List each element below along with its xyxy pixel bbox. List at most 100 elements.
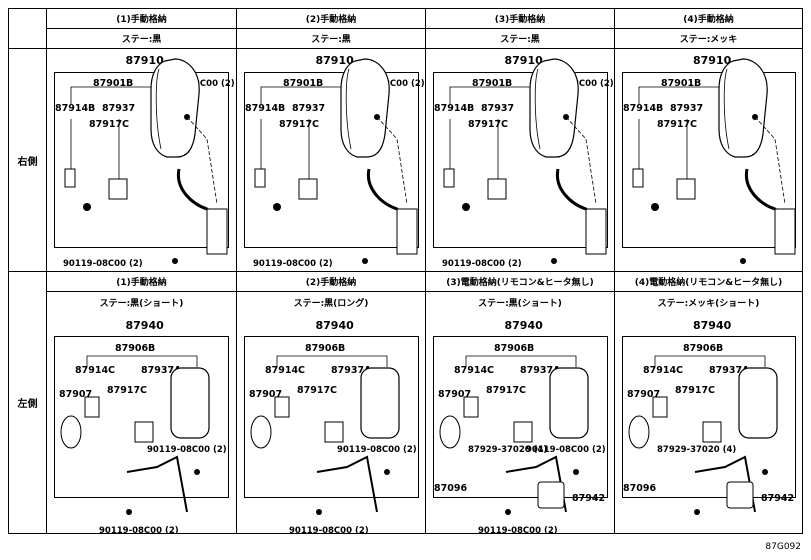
assembly-number: 87910 [504, 54, 543, 67]
corner-cell [9, 9, 47, 49]
bottom-cell-4: (4)電動格納(リモコン&ヒータ無し) ステー:メッキ(ショート) 87940 879… [614, 271, 802, 533]
dashed-leader [565, 116, 597, 205]
top-cell-1-title: (1)手動格納 [47, 9, 236, 29]
dashed-leader [376, 116, 408, 205]
top-cell-2-stay: ステー:黒 [237, 29, 425, 49]
part-number: 87937A [520, 365, 561, 376]
bolt-icon [126, 509, 132, 515]
bottom-cell-4-title: (4)電動格納(リモコン&ヒータ無し) [615, 272, 802, 292]
part-number: 87937 [670, 103, 704, 114]
motor-cover-icon [537, 481, 565, 509]
bolt-icon [374, 114, 380, 120]
sub-assembly-number: 87901B [472, 78, 513, 89]
mirror-housing-icon [150, 58, 200, 158]
part-number: 87917C [675, 385, 716, 396]
bolt-icon [362, 258, 368, 264]
bolt-part-number: 90119-08C00 (2) [442, 259, 522, 269]
cover-icon [84, 396, 100, 418]
part-number: 87914C [454, 365, 495, 376]
sub-assembly-number: 87901B [283, 78, 324, 89]
assembly-number: 87940 [693, 319, 732, 332]
assembly-bracket-box [622, 336, 796, 498]
mirror-exploded-drawing [632, 58, 796, 264]
part-number: 87914B [245, 103, 286, 114]
part-number: 87907 [59, 389, 93, 400]
mirror-housing-icon [340, 58, 390, 158]
motor-part-number: 87096 [623, 483, 657, 494]
bottom-cell-3-title: (3)電動格納(リモコン&ヒータ無し) [426, 272, 614, 292]
part-number: 87917C [468, 119, 509, 130]
motor-cover-icon [726, 481, 754, 509]
bolt-part-number: 90119-08C00 (2) [289, 526, 369, 536]
sub-assembly-number: 87901B [93, 78, 134, 89]
part-number: 87937 [102, 103, 136, 114]
diagram-code: 87G092 [765, 542, 801, 552]
row-label-left: 左側 [9, 271, 47, 533]
dashed-leader [186, 116, 218, 205]
sub-assembly-number: 87906B [494, 343, 535, 354]
part-number: 87917C [657, 119, 698, 130]
stay-arm-icon [126, 455, 188, 513]
assembly-number: 87940 [504, 319, 543, 332]
motor-part-number: 87096 [434, 483, 468, 494]
part-number: 87914B [623, 103, 664, 114]
leader-line [654, 355, 766, 367]
assembly-bracket-box [433, 72, 608, 248]
actuator-icon [676, 178, 696, 200]
cover-part-number: 87942 [761, 493, 795, 504]
mirror-glass-icon [155, 68, 162, 150]
cover-icon [254, 168, 266, 188]
side-mirror-icon [250, 415, 272, 449]
bottom-cell-4-stay: ステー:メッキ(ショート) [657, 298, 760, 309]
cover-icon [443, 168, 455, 188]
side-mirror-icon [628, 415, 650, 449]
bolt-icon [184, 114, 190, 120]
bolt-part-number: 90119-08C00 (2) [147, 445, 227, 455]
bolt-icon [172, 258, 178, 264]
top-cell-3-title: (3)手動格納 [426, 9, 614, 29]
part-number: 87914B [434, 103, 475, 114]
bottom-cell-1-title: (1)手動格納 [47, 272, 236, 292]
dashed-leader [754, 116, 786, 205]
screw-icon [83, 203, 91, 211]
mirror-exploded-drawing [250, 355, 400, 515]
assembly-number: 87910 [693, 54, 732, 67]
top-cell-3-stay: ステー:黒 [426, 29, 614, 49]
mirror-housing-icon [170, 367, 210, 439]
assembly-number: 87940 [125, 319, 164, 332]
top-cell-2-title: (2)手動格納 [237, 9, 425, 29]
side-mirror-icon [60, 415, 82, 449]
bolt-icon [740, 258, 746, 264]
assembly-bracket-box [54, 336, 229, 498]
sub-assembly-number: 87906B [305, 343, 346, 354]
actuator-icon [298, 178, 318, 200]
bolt-part-number: 90119-08C00 (2) [478, 526, 558, 536]
screw-part-number: 87929-37020 (4) [468, 445, 548, 455]
part-number: 87907 [438, 389, 472, 400]
leader-line [465, 355, 577, 367]
assembly-bracket-box [433, 336, 608, 498]
sub-assembly-number: 87906B [683, 343, 724, 354]
assembly-bracket-box [244, 336, 419, 498]
side-mirror-icon [439, 415, 461, 449]
bracket-icon [585, 208, 607, 255]
bolt-icon [694, 509, 700, 515]
bolt-part-number: 90119-08C00 (2) [63, 259, 143, 269]
cover-icon [652, 396, 668, 418]
bolt-icon [551, 258, 557, 264]
stay-arm-icon [316, 455, 378, 513]
actuator-icon [702, 421, 722, 443]
bolt-icon [505, 509, 511, 515]
part-number: 87917C [279, 119, 320, 130]
assembly-number: 87940 [315, 319, 354, 332]
mirror-exploded-drawing [628, 355, 778, 515]
mirror-housing-icon [718, 58, 768, 158]
assembly-bracket-box [244, 72, 419, 248]
cover-icon [64, 168, 76, 188]
sub-assembly-number: 87906B [115, 343, 156, 354]
